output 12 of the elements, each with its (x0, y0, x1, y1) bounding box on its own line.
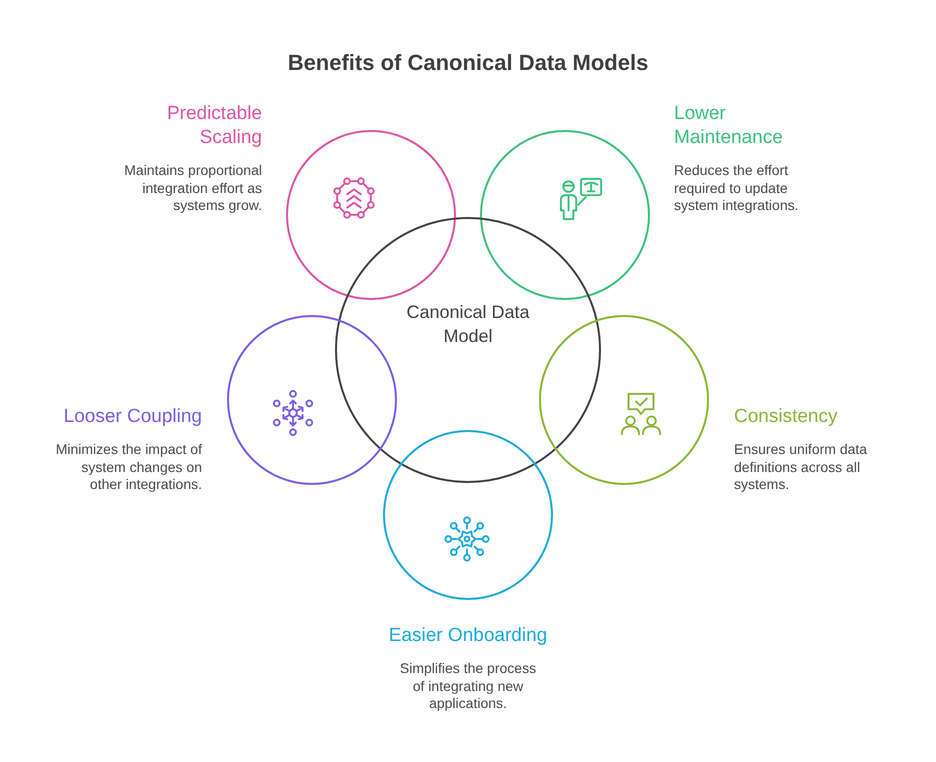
benefit-description: Simplifies the process of integrating new applications. (398, 660, 538, 712)
benefit-description: Ensures uniform data definitions across all systems. (734, 441, 868, 494)
benefit-heading: Predictable Scaling (166, 102, 262, 150)
benefit-description: Maintains proportional integration effort as systems grow. (123, 162, 262, 214)
center-label: Canonical Data Model (405, 301, 531, 348)
benefit-heading: Lower Maintenance (674, 102, 784, 150)
benefit-heading: Looser Coupling (64, 405, 202, 429)
benefit-heading: Consistency (734, 405, 838, 429)
benefit-description: Minimizes the impact of system changes on other integrations. (54, 441, 202, 494)
benefit-description: Reduces the effort required to update system integrations. (674, 162, 800, 214)
benefit-heading: Easier Onboarding (388, 624, 548, 648)
diagram-title: Benefits of Canonical Data Models (288, 49, 648, 77)
